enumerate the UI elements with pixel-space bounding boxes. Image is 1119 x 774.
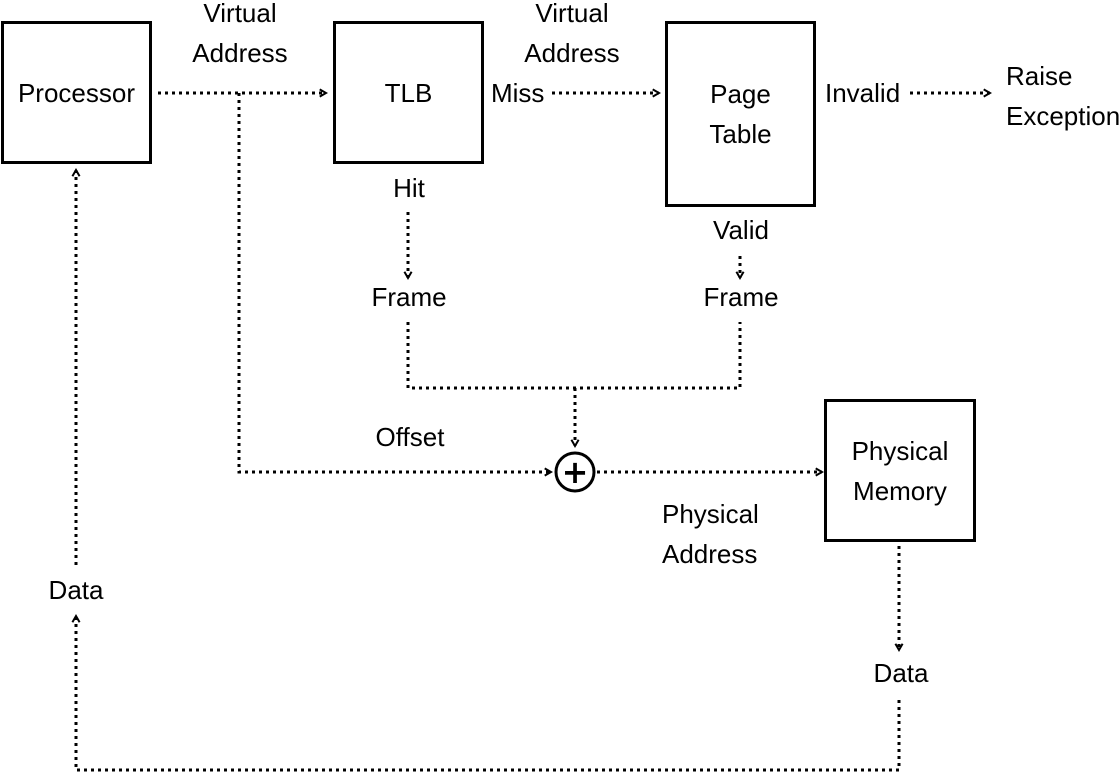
data-label-memory: Data xyxy=(873,658,929,688)
frame-label-page-table: Frame xyxy=(703,282,779,312)
physical-memory-box: Physical Memory xyxy=(824,399,976,542)
arrow-offset-to-adder xyxy=(237,93,551,472)
processor-box: Processor xyxy=(1,21,152,164)
arrow-data-return xyxy=(76,616,901,772)
physical-address-label: Physical Address xyxy=(662,499,759,569)
miss-label: Miss xyxy=(491,78,545,108)
tlb-box: TLB xyxy=(333,21,484,164)
page-table-box: Page Table xyxy=(665,21,816,207)
frame-label-tlb: Frame xyxy=(371,282,447,312)
adder-plus-symbol: + xyxy=(562,453,589,491)
offset-label: Offset xyxy=(375,422,445,452)
valid-label: Valid xyxy=(713,215,769,245)
data-label-processor: Data xyxy=(48,575,104,605)
invalid-label: Invalid xyxy=(825,78,901,108)
adder-circle-icon xyxy=(554,451,596,493)
raise-exception-label: Raise Exception xyxy=(1006,61,1119,131)
hit-label: Hit xyxy=(393,173,425,203)
virtual-address-label: Virtual Address xyxy=(192,0,288,68)
virtual-address-miss-label: Virtual Address xyxy=(524,0,620,68)
connector-frame-join xyxy=(406,322,742,390)
